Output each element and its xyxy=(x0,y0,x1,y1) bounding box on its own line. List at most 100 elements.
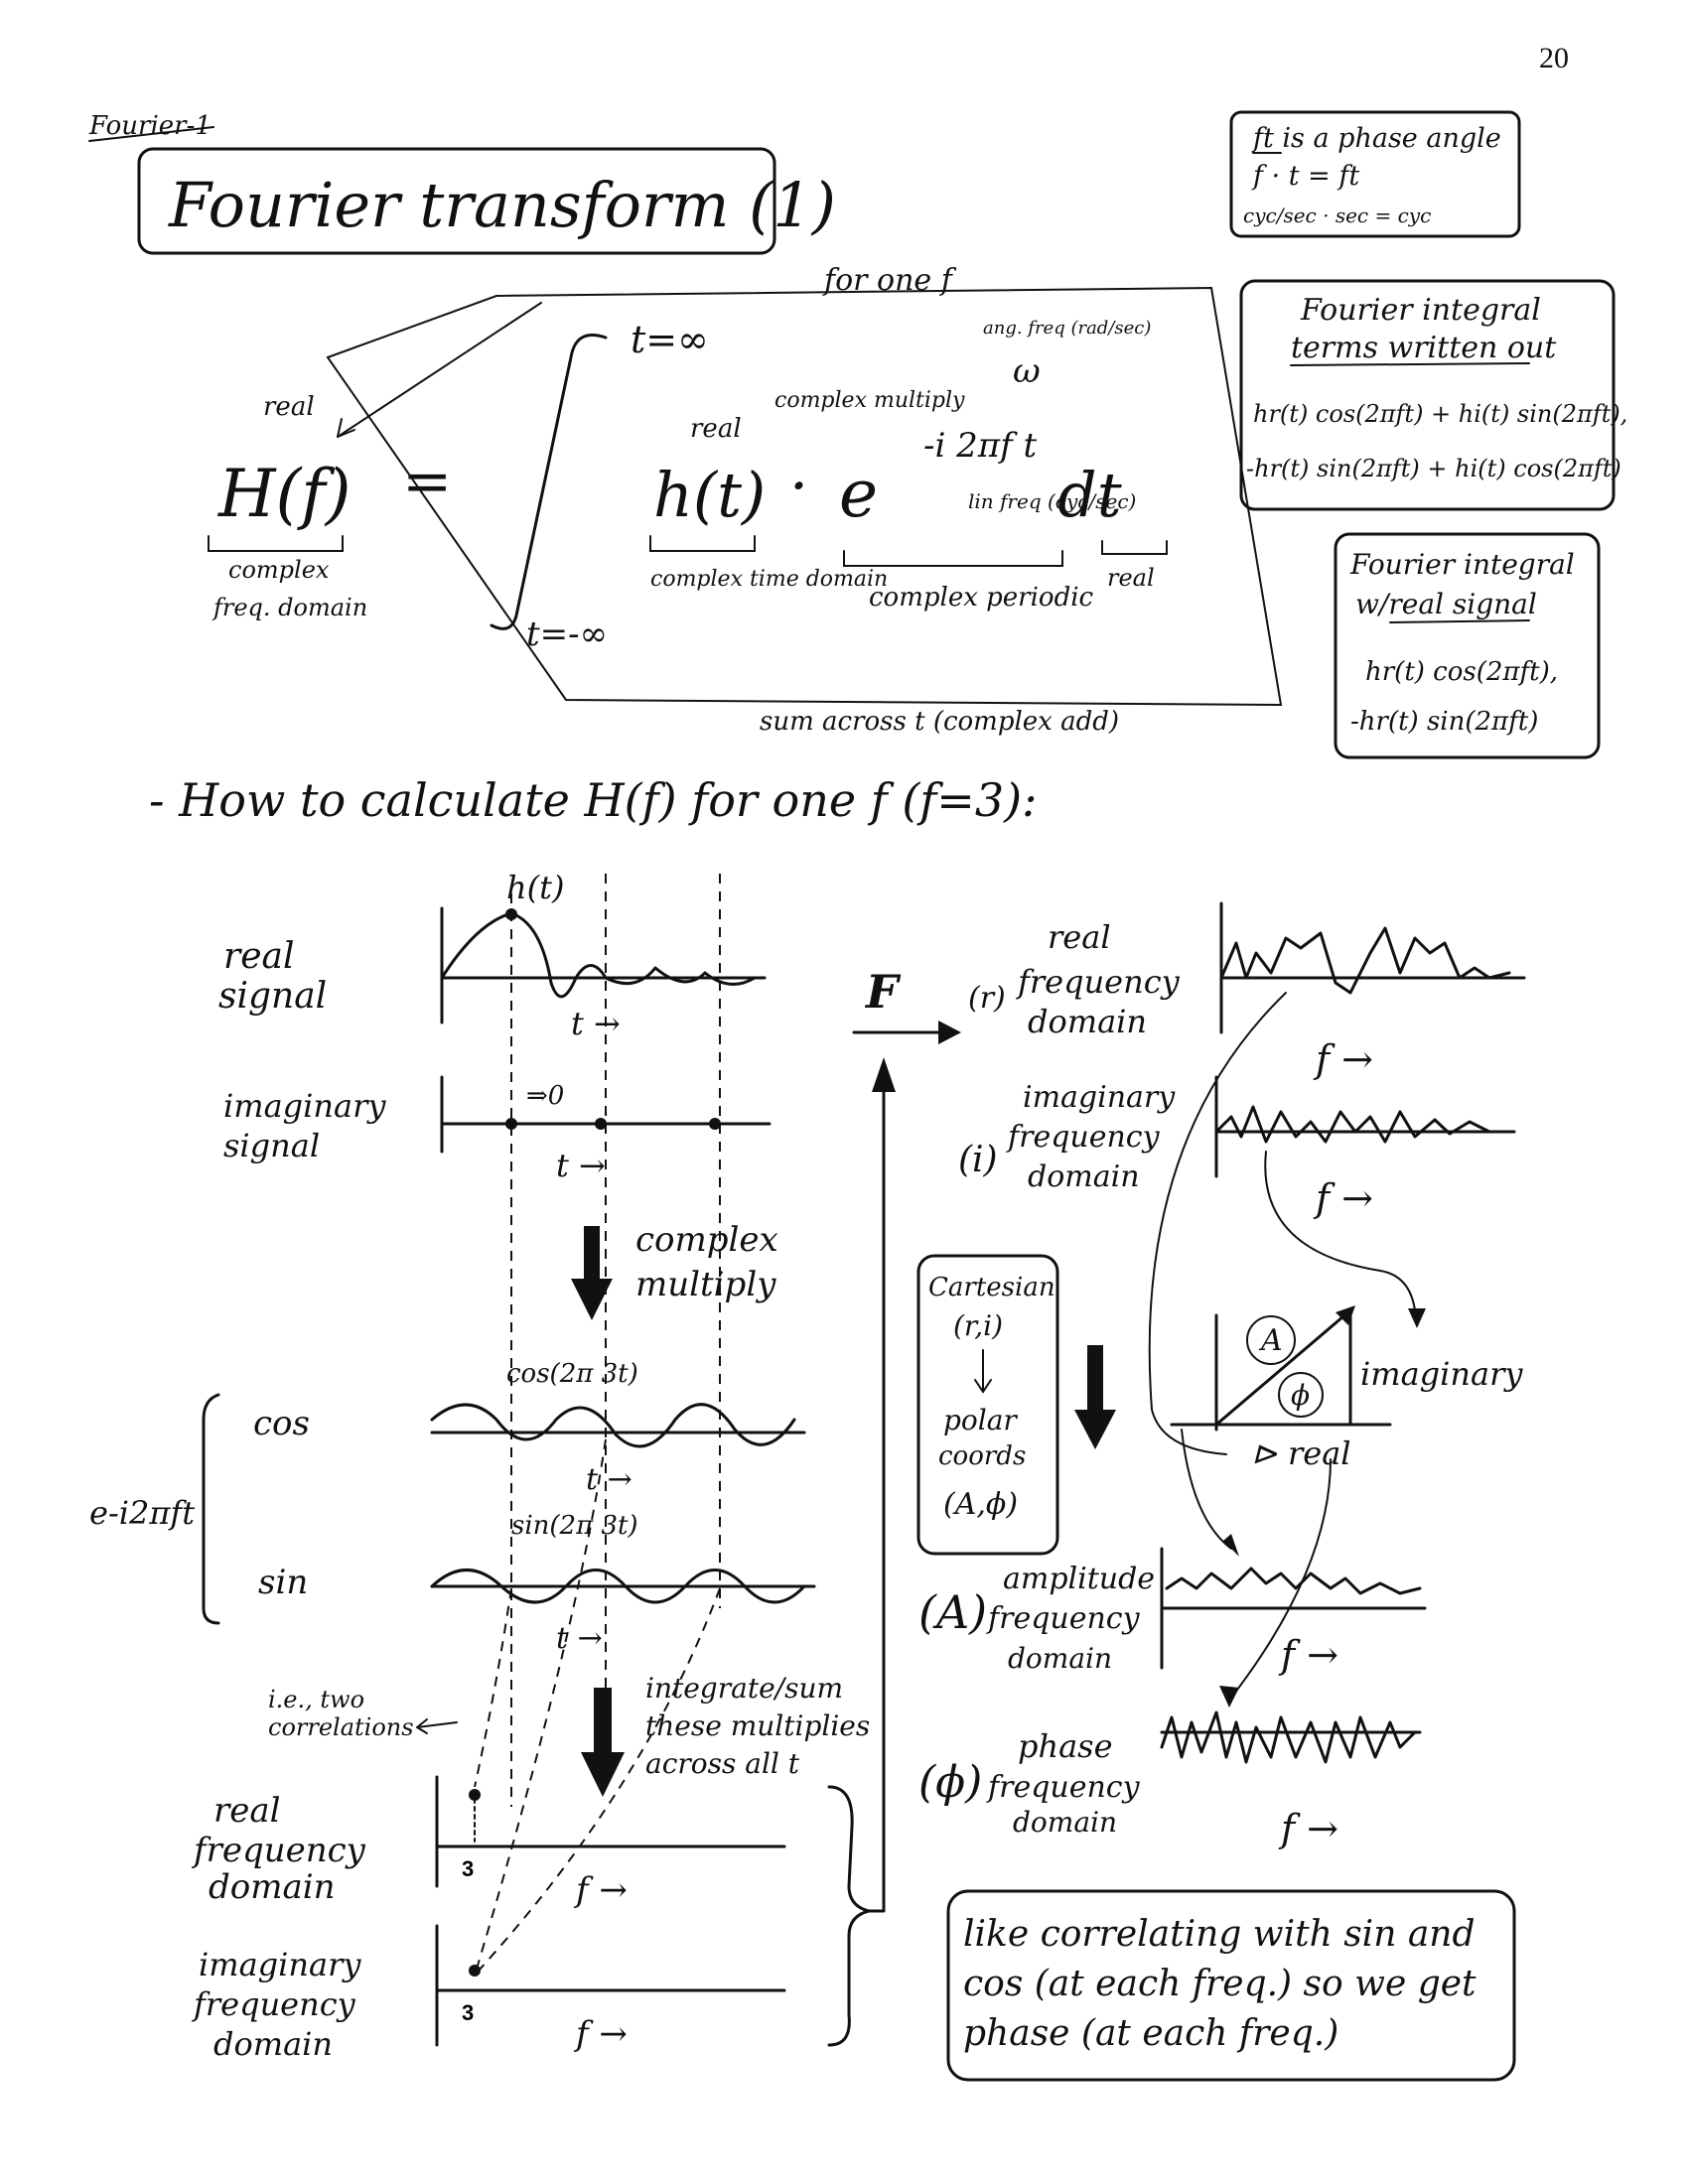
real-box-title-1: Fourier integral xyxy=(1349,548,1575,581)
ang-freq: ang. freq (rad/sec) xyxy=(983,318,1151,339)
rf-real-1: real xyxy=(1048,918,1111,956)
phase-3: domain xyxy=(1013,1806,1117,1839)
t-axis-imag: t → xyxy=(556,1147,606,1184)
ie-two-1: i.e., two xyxy=(268,1686,364,1713)
lhs-H-f: H(f) xyxy=(217,456,351,532)
rf-imag-1: imaginary xyxy=(1023,1080,1176,1115)
equation-frame xyxy=(326,286,1283,707)
terms-line-1: hr(t) cos(2πft) + hi(t) sin(2πft), xyxy=(1253,400,1627,428)
complex-time-domain: complex time domain xyxy=(650,567,888,592)
omega: ω xyxy=(1013,351,1041,391)
page-number: 20 xyxy=(1539,42,1569,74)
real-box-line-2: -hr(t) sin(2πft) xyxy=(1350,707,1538,737)
real-freq-trace xyxy=(1219,926,1511,995)
rf-imag-3: domain xyxy=(1028,1160,1140,1194)
arrow-to-zero: ⇒0 xyxy=(526,1081,564,1111)
rf-real-3: domain xyxy=(1028,1003,1147,1040)
phase-1: phase xyxy=(1018,1727,1113,1765)
upper-limit: t=∞ xyxy=(631,318,709,361)
phi-circle: ϕ xyxy=(1291,1379,1310,1412)
terms-title-1: Fourier integral xyxy=(1300,293,1541,328)
dot-multiply: · xyxy=(789,452,808,521)
ie-two-2: correlations xyxy=(268,1713,414,1741)
cos-label: cos(2π 3t) xyxy=(506,1359,638,1389)
cartesian-2: (r,i) xyxy=(953,1309,1003,1342)
cos-wave xyxy=(430,1403,796,1448)
lf-imag-2: frequency xyxy=(192,1985,356,2023)
polar-1: polar xyxy=(943,1404,1018,1436)
integral-sign xyxy=(490,334,608,630)
complex-freq-domain-2: freq. domain xyxy=(211,594,367,621)
corner-label: Fourier-1 xyxy=(88,111,211,141)
complex-multiply-2: multiply xyxy=(635,1265,776,1304)
integral-terms-box xyxy=(1239,279,1616,511)
terms-title-2: terms written out xyxy=(1291,331,1557,365)
tick-3-imag: 3 xyxy=(462,2000,474,2025)
imaginary-axis-label: imaginary xyxy=(1360,1355,1523,1393)
phase-trace xyxy=(1160,1710,1417,1764)
like-2: cos (at each freq.) so we get xyxy=(963,1964,1477,2004)
real-label-lhs: real xyxy=(263,392,315,422)
phase-line-3: cyc/sec · sec = cyc xyxy=(1243,204,1431,227)
complex-periodic: complex periodic xyxy=(869,583,1094,613)
exponent: -i 2πf t xyxy=(923,426,1038,466)
sin-wave xyxy=(430,1569,806,1604)
f-axis-imag-right: f → xyxy=(1313,1176,1373,1220)
page-title: Fourier transform (1) xyxy=(168,169,836,241)
amp-3: domain xyxy=(1008,1642,1112,1675)
h-t-label: h(t) xyxy=(506,869,564,906)
t-axis-cos: t → xyxy=(586,1462,633,1497)
f-axis-phase: f → xyxy=(1278,1807,1338,1850)
real-box-title-2: w/real signal xyxy=(1355,588,1537,620)
like-1: like correlating with sin and xyxy=(963,1914,1476,1955)
h-t: h(t) xyxy=(653,459,766,531)
A-circle: A xyxy=(1258,1323,1283,1358)
lf-real-3: domain xyxy=(209,1867,336,1907)
f-axis-real-left: f → xyxy=(573,1870,628,1910)
real-axis-label: ⊳ real xyxy=(1251,1434,1351,1472)
polar-3: (A,ϕ) xyxy=(943,1487,1018,1522)
sum-across-t: sum across t (complex add) xyxy=(760,707,1119,737)
lin-freq: lin freq (cyc/sec) xyxy=(968,489,1136,513)
sin-text: sin xyxy=(258,1563,308,1602)
cartesian-polar-box xyxy=(916,1254,1059,1556)
real-dt-label: real xyxy=(1107,564,1155,592)
r-label: (r) xyxy=(968,981,1006,1016)
complex-freq-domain-1: complex xyxy=(228,556,330,584)
like-correlating-box xyxy=(946,1889,1516,2082)
imag-signal-label-2: signal xyxy=(223,1127,320,1164)
amp-trace xyxy=(1165,1567,1422,1595)
real-label-h: real xyxy=(690,414,742,444)
real-signal-label-1: real xyxy=(223,936,295,977)
rf-imag-2: frequency xyxy=(1006,1120,1161,1155)
imag-freq-trace xyxy=(1214,1105,1491,1144)
amp-2: frequency xyxy=(986,1601,1141,1636)
lf-imag-1: imaginary xyxy=(199,1946,361,1983)
lf-imag-3: domain xyxy=(213,2025,333,2063)
tick-3-real: 3 xyxy=(462,1856,474,1881)
f-axis-imag-left: f → xyxy=(573,2014,628,2054)
lower-limit: t=-∞ xyxy=(526,614,608,654)
cos-text: cos xyxy=(253,1404,310,1443)
sin-label: sin(2π 3t) xyxy=(511,1511,638,1541)
like-3: phase (at each freq.) xyxy=(963,2013,1338,2054)
phase-line-2: f · t = ft xyxy=(1251,161,1359,192)
dt: dt xyxy=(1057,459,1122,531)
polar-2: coords xyxy=(938,1441,1026,1471)
how-to-heading: - How to calculate H(f) for one f (f=3): xyxy=(149,773,1038,827)
f-axis-real-right: f → xyxy=(1313,1037,1373,1081)
real-box-line-1: hr(t) cos(2πft), xyxy=(1365,657,1558,687)
imag-signal-label-1: imaginary xyxy=(223,1087,386,1125)
integrate-1: integrate/sum xyxy=(645,1672,843,1705)
A-label: (A) xyxy=(918,1585,987,1639)
complex-multiply-1: complex xyxy=(635,1220,778,1260)
real-signal-box xyxy=(1334,532,1601,759)
equals-sign: = xyxy=(402,447,452,516)
integrate-2: these multiplies xyxy=(645,1709,870,1742)
t-axis-real: t → xyxy=(571,1005,621,1042)
rf-real-2: frequency xyxy=(1016,963,1181,1001)
fourier-F: F xyxy=(864,965,902,1019)
integrate-3: across all t xyxy=(645,1747,800,1780)
e-exp: e xyxy=(839,456,878,532)
